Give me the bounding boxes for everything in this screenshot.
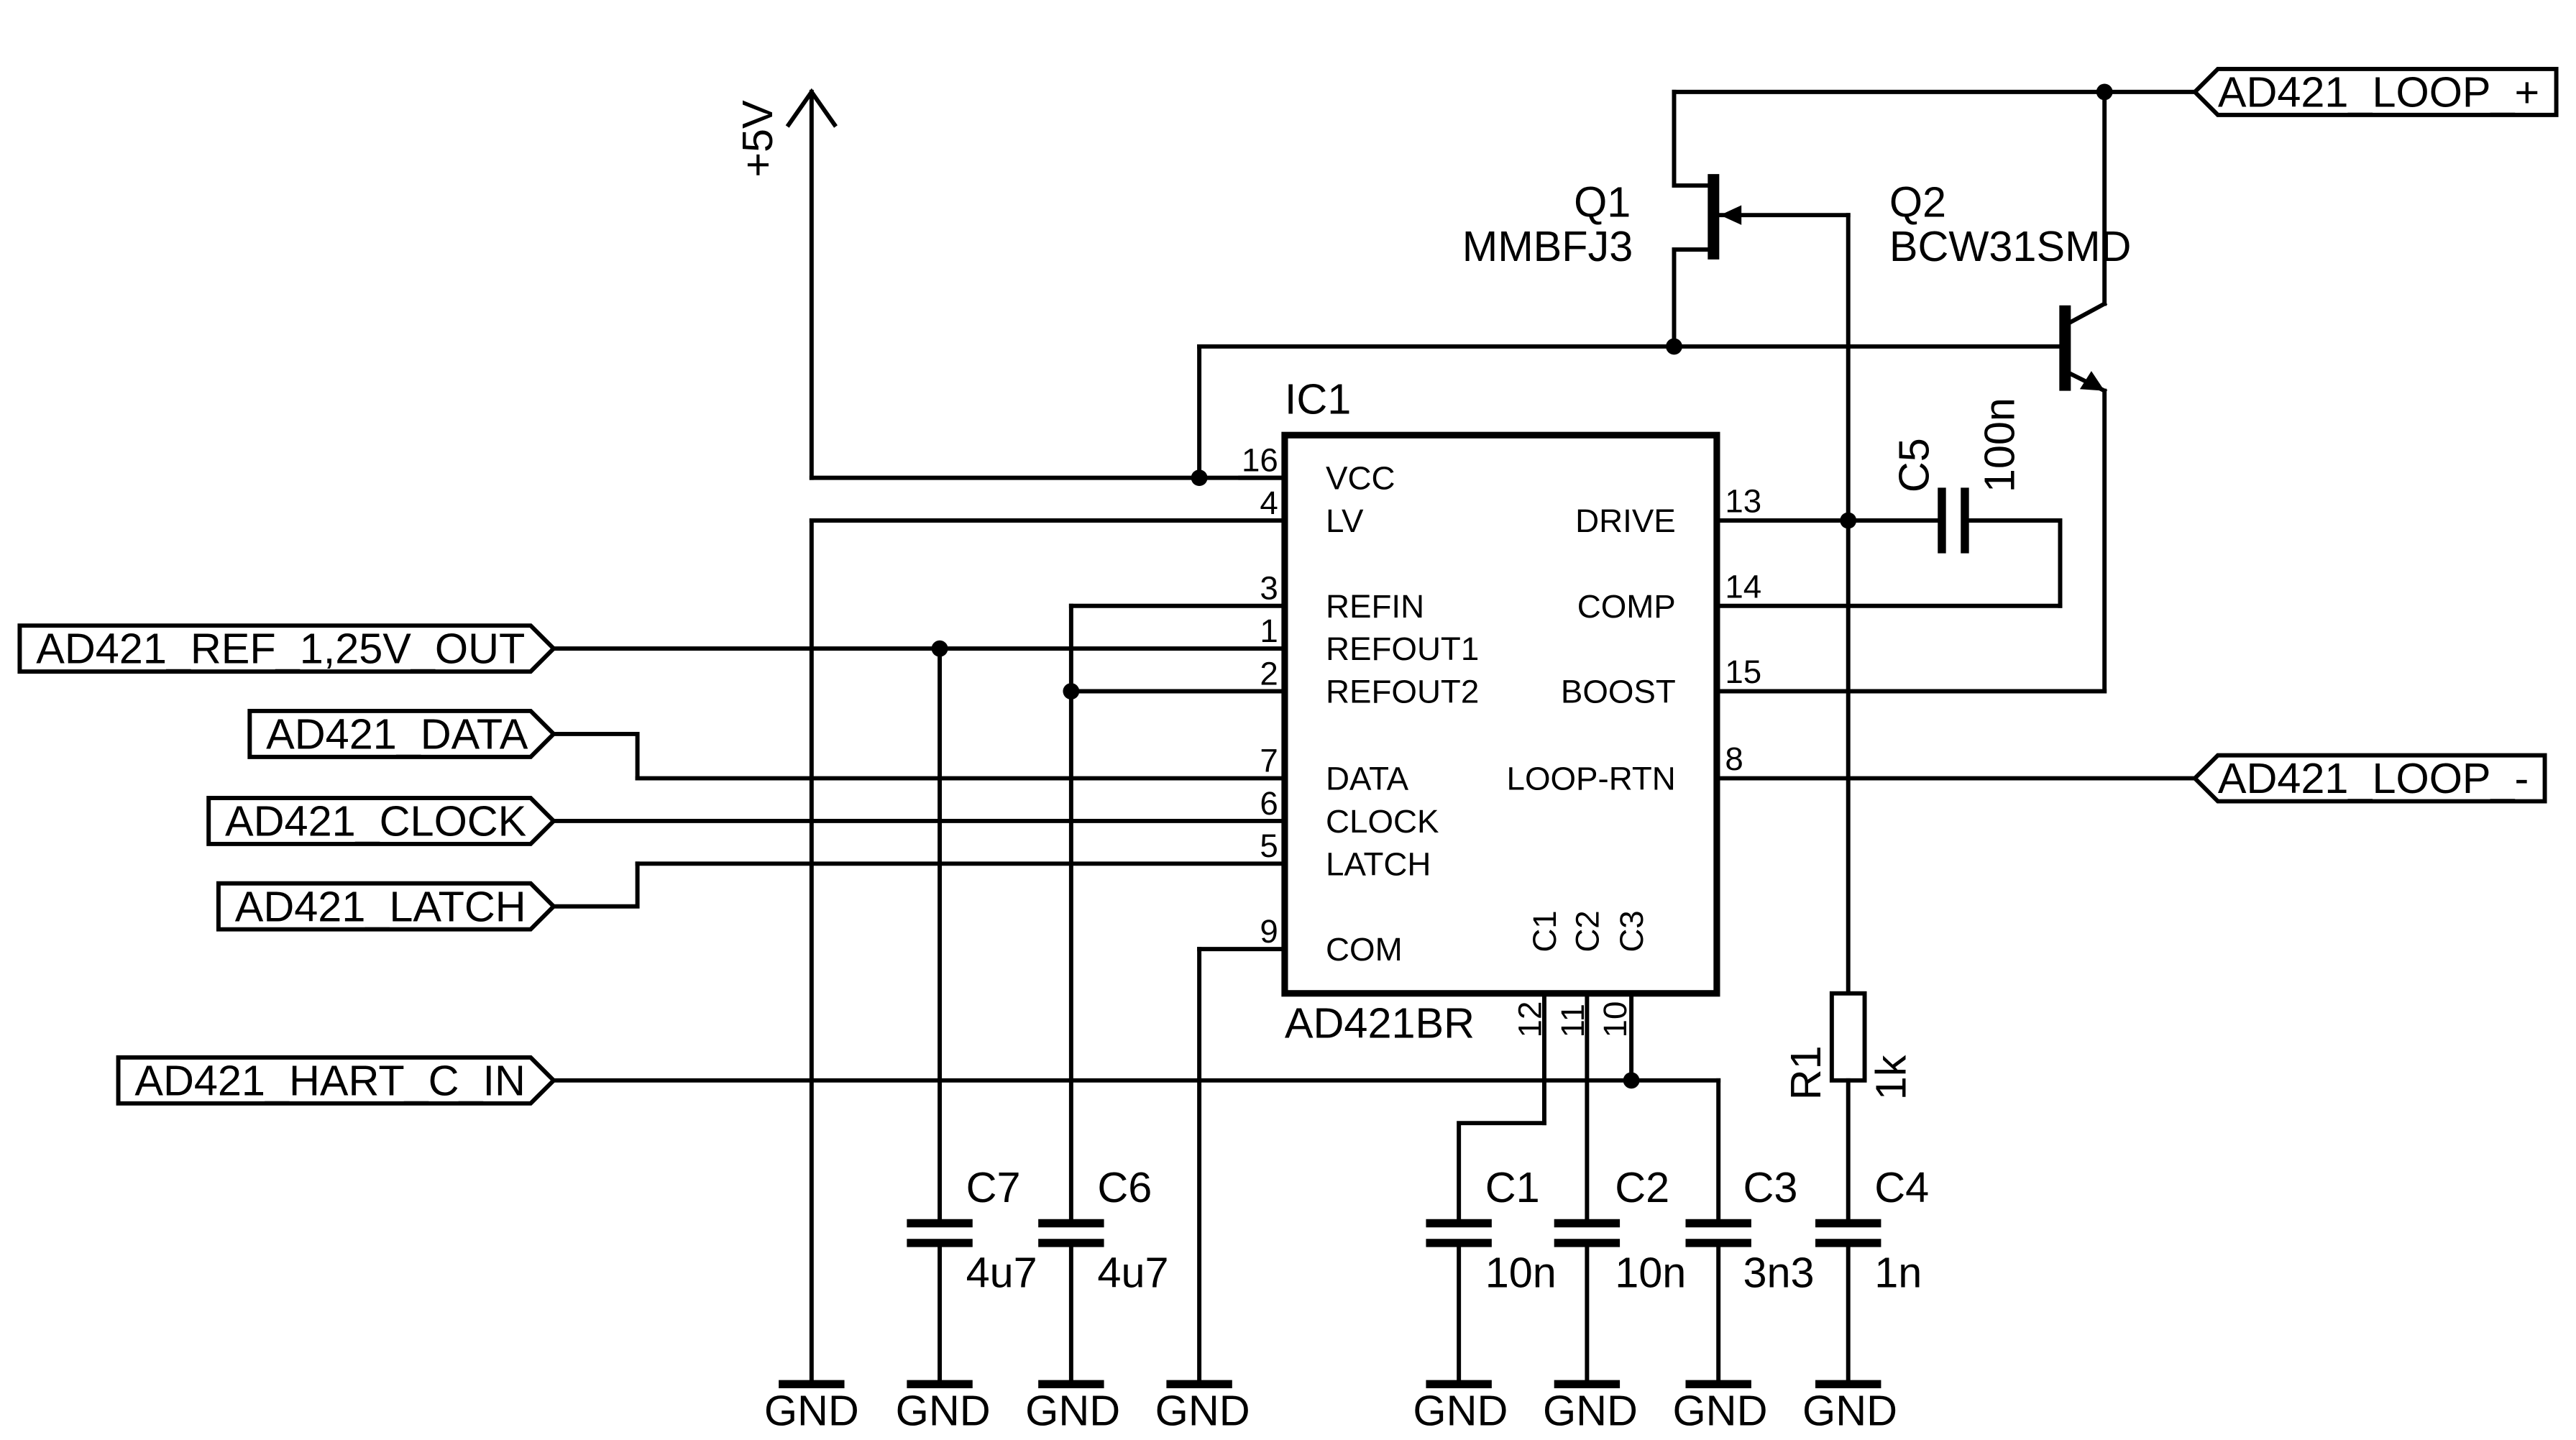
port-data-label: AD421_DATA — [266, 710, 528, 758]
port-clock-label: AD421_CLOCK — [225, 797, 526, 845]
r1-value: 1k — [1867, 1055, 1915, 1100]
c3-ref: C3 — [1743, 1163, 1797, 1211]
pin-name-refout2: REFOUT2 — [1326, 674, 1479, 710]
junction-dots — [931, 83, 2113, 1089]
ic1-value: AD421BR — [1285, 999, 1475, 1047]
gnd-label-1: GND — [764, 1386, 859, 1434]
pin-num-10: 10 — [1597, 1001, 1633, 1038]
port-latch-label: AD421_LATCH — [235, 882, 526, 930]
r1-ref: R1 — [1782, 1045, 1830, 1100]
q2-value: BCW31SMD — [1889, 222, 2132, 270]
pin-num-14: 14 — [1725, 568, 1761, 605]
c5-ref: C5 — [1890, 438, 1938, 492]
port-hart: AD421_HART_C_IN — [116, 1055, 1634, 1106]
c5-capacitor — [1938, 487, 2063, 608]
c4-value: 1n — [1874, 1249, 1922, 1297]
gnd-label-7: GND — [1672, 1386, 1767, 1434]
c1-capacitor — [1426, 1219, 1492, 1387]
pin-name-latch: LATCH — [1326, 845, 1431, 882]
pin-num-3: 3 — [1260, 570, 1278, 607]
c3-capacitor — [1685, 1219, 1751, 1387]
port-ref-out-label: AD421_REF_1,25V_OUT — [36, 625, 525, 673]
pin-num-4: 4 — [1260, 485, 1278, 521]
port-data: AD421_DATA — [247, 708, 640, 781]
c7-value: 4u7 — [966, 1249, 1037, 1297]
port-hart-label: AD421_HART_C_IN — [134, 1056, 526, 1104]
gnd-label-4: GND — [1155, 1386, 1250, 1434]
vcc-symbol: +5V — [733, 88, 838, 480]
c4-capacitor — [1815, 1219, 1881, 1387]
pin-num-9: 9 — [1260, 913, 1278, 950]
pin-num-5: 5 — [1260, 827, 1278, 864]
c2-value: 10n — [1615, 1249, 1686, 1297]
pin-num-16: 16 — [1242, 441, 1278, 478]
pin-name-refin: REFIN — [1326, 588, 1424, 625]
pin-name-drive: DRIVE — [1575, 503, 1676, 539]
q2-npn — [2059, 89, 2108, 694]
pin-name-c3: C3 — [1613, 910, 1650, 952]
pin-num-8: 8 — [1725, 740, 1743, 777]
pin-name-c2: C2 — [1569, 910, 1605, 952]
port-clock: AD421_CLOCK — [206, 796, 557, 846]
pin-num-6: 6 — [1260, 785, 1278, 822]
pin-name-com: COM — [1326, 931, 1403, 968]
c7-capacitor — [907, 646, 973, 1387]
r1-resistor — [1829, 991, 1867, 1226]
pin-num-2: 2 — [1260, 655, 1278, 692]
port-ref-out: AD421_REF_1,25V_OUT — [17, 623, 557, 674]
gnd-label-6: GND — [1543, 1386, 1638, 1434]
q1-ref: Q1 — [1574, 178, 1631, 226]
pin-num-13: 13 — [1725, 483, 1761, 520]
gnd-label-2: GND — [896, 1386, 991, 1434]
gnd-label-3: GND — [1025, 1386, 1120, 1434]
c4-ref: C4 — [1874, 1163, 1929, 1211]
q1-jfet — [1672, 89, 1851, 349]
port-loop-plus: AD421_LOOP_+ — [2191, 66, 2559, 117]
c1-ref: C1 — [1485, 1163, 1540, 1211]
c2-ref: C2 — [1615, 1163, 1669, 1211]
port-latch: AD421_LATCH — [216, 861, 640, 932]
q2-ref: Q2 — [1889, 178, 1946, 226]
ic1-right-pins: 13 14 15 8 DRIVE COMP BOOST LOOP-RTN — [1507, 483, 2197, 797]
ic1-left-pins: 16 4 3 1 2 7 6 5 9 VCC LV REFIN REFOUT1 … — [540, 441, 1479, 968]
ic1-ref: IC1 — [1285, 375, 1351, 423]
c2-capacitor — [1554, 1219, 1621, 1387]
gnd-label-5: GND — [1413, 1386, 1508, 1434]
pin-name-refout1: REFOUT1 — [1326, 630, 1479, 667]
ic1-box — [1281, 431, 1720, 997]
pin-name-loop-rtn: LOOP-RTN — [1507, 761, 1676, 797]
pin-name-boost: BOOST — [1561, 674, 1676, 710]
port-loop-plus-label: AD421_LOOP_+ — [2218, 68, 2539, 116]
c3-value: 3n3 — [1743, 1249, 1814, 1297]
gnd-label-8: GND — [1802, 1386, 1897, 1434]
pin-name-clock: CLOCK — [1326, 803, 1439, 840]
ic1-bottom-pins: C1 C2 C3 12 11 10 — [1511, 910, 1650, 1226]
pin-name-comp: COMP — [1577, 588, 1676, 625]
c7-ref: C7 — [966, 1163, 1021, 1211]
pin-name-vcc: VCC — [1326, 460, 1395, 497]
pin-name-data: DATA — [1326, 761, 1409, 797]
pin-name-c1: C1 — [1526, 910, 1563, 952]
gnd-symbols: GND GND GND GND GND GND GND GND — [764, 1380, 1897, 1434]
pin-name-lv: LV — [1326, 503, 1364, 539]
pin-num-1: 1 — [1260, 613, 1278, 649]
pin-num-7: 7 — [1260, 742, 1278, 779]
c6-ref: C6 — [1097, 1163, 1152, 1211]
port-loop-minus: AD421_LOOP_- — [2191, 753, 2547, 804]
port-loop-minus-label: AD421_LOOP_- — [2218, 754, 2529, 802]
c1-value: 10n — [1485, 1249, 1557, 1297]
pin-num-12: 12 — [1511, 1001, 1548, 1038]
pin-num-15: 15 — [1725, 653, 1761, 690]
c6-capacitor — [1038, 603, 1104, 1387]
c6-value: 4u7 — [1097, 1249, 1168, 1297]
vcc-label: +5V — [733, 100, 781, 178]
c5-value: 100n — [1975, 398, 2023, 492]
q1-value: MMBFJ3 — [1462, 222, 1633, 270]
pin-num-11: 11 — [1554, 1004, 1591, 1037]
